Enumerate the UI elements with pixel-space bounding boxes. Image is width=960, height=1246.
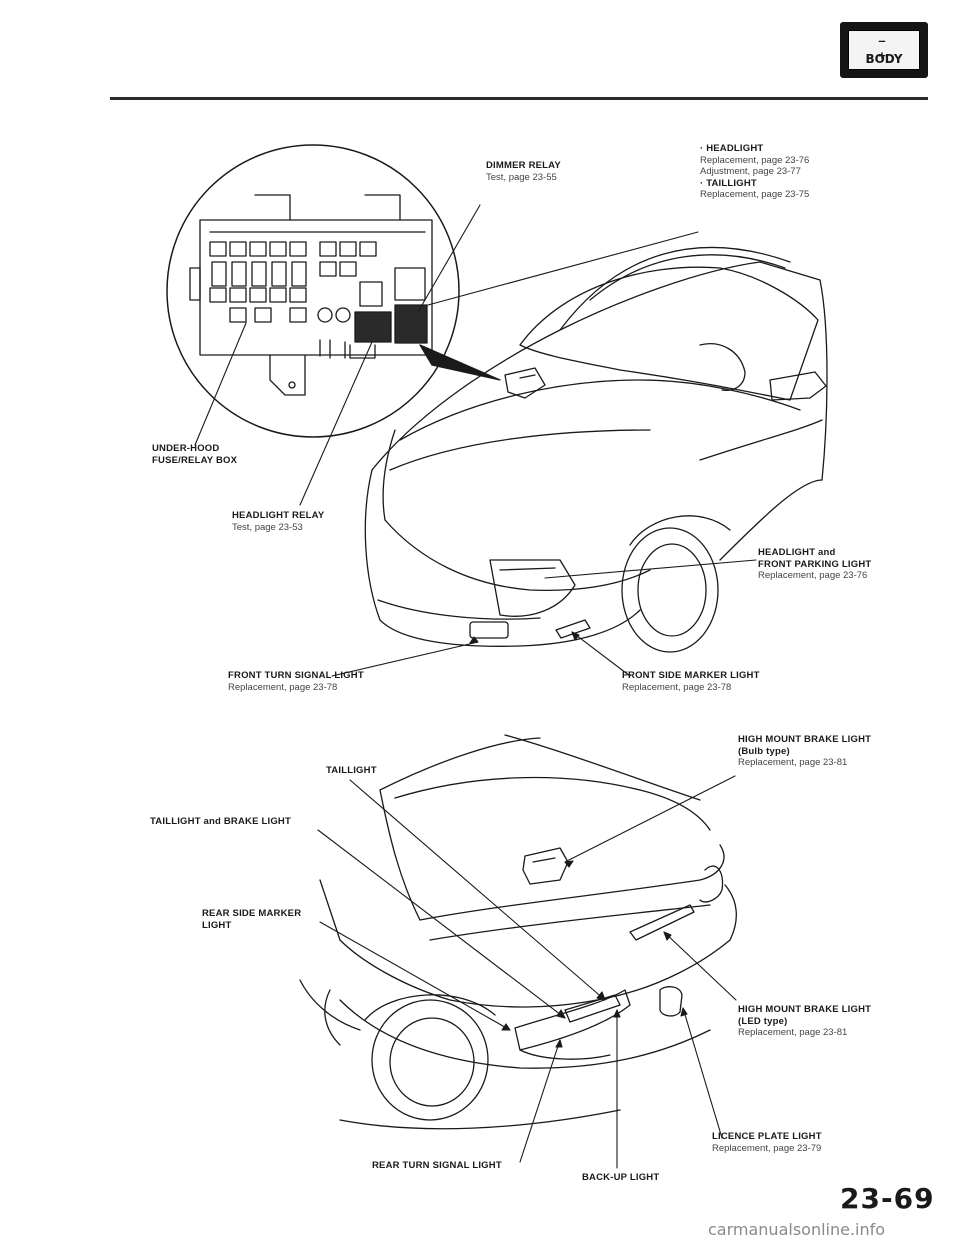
- taillight-title: · TAILLIGHT: [700, 177, 757, 189]
- rear-car-illustration: [299, 734, 737, 1130]
- front-side-marker-ref: Replacement, page 23-78: [622, 681, 732, 693]
- dimmer-relay-test-ref: Test, page 23-55: [486, 171, 557, 183]
- header-rule: [110, 97, 928, 100]
- battery-polarity: – +: [878, 33, 900, 63]
- headlight-parking-ref: Replacement, page 23-76: [758, 570, 868, 581]
- taillight-brake-title: TAILLIGHT and BRAKE LIGHT: [150, 816, 291, 827]
- battery-icon: – + BODY: [848, 30, 920, 70]
- rear-turn-label: REAR TURN SIGNAL LIGHT: [372, 1160, 502, 1172]
- rear-side-marker-line2: LIGHT: [202, 919, 232, 931]
- rear-leader-lines: [317, 775, 737, 1169]
- backup-light-title: BACK-UP LIGHT: [582, 1172, 660, 1183]
- licence-plate-label: LICENCE PLATE LIGHT Replacement, page 23…: [712, 1131, 822, 1154]
- high-mount-bulb-ref: Replacement, page 23-81: [738, 757, 848, 768]
- rear-turn-title: REAR TURN SIGNAL LIGHT: [372, 1160, 502, 1171]
- front-car-illustration: [364, 246, 828, 653]
- high-mount-led-line2: (LED type): [738, 1015, 788, 1027]
- watermark: carmanualsonline.info: [708, 1220, 886, 1239]
- front-turn-label: FRONT TURN SIGNAL LIGHT Replacement, pag…: [228, 670, 364, 693]
- body-section-badge: – + BODY: [840, 22, 928, 78]
- high-mount-bulb-label: HIGH MOUNT BRAKE LIGHT (Bulb type) Repla…: [738, 734, 871, 769]
- taillight-rear-title: TAILLIGHT: [326, 765, 377, 776]
- dimmer-relay-title: DIMMER RELAY: [486, 160, 561, 171]
- front-side-marker-label: FRONT SIDE MARKER LIGHT Replacement, pag…: [622, 670, 760, 693]
- front-turn-title: FRONT TURN SIGNAL LIGHT: [228, 670, 364, 681]
- licence-plate-ref: Replacement, page 23-79: [712, 1142, 822, 1154]
- fuse-row-middle: [211, 261, 357, 287]
- headlight-parking-line2: FRONT PARKING LIGHT: [758, 558, 872, 570]
- front-turn-ref: Replacement, page 23-78: [228, 681, 338, 693]
- dimmer-relay-label: DIMMER RELAY Test, page 23-55: [486, 160, 561, 183]
- headlight-adjustment-ref: Adjustment, page 23-77: [700, 166, 801, 177]
- headlight-relay-title: HEADLIGHT RELAY: [232, 510, 325, 521]
- backup-light-label: BACK-UP LIGHT: [582, 1172, 659, 1184]
- dimmer-relay-shape: [394, 304, 428, 344]
- headlight-parking-line1: HEADLIGHT and: [758, 547, 836, 558]
- page-number: 23-69: [840, 1182, 935, 1215]
- rear-side-marker-line1: REAR SIDE MARKER: [202, 908, 302, 919]
- taillight-label: TAILLIGHT: [326, 765, 377, 777]
- fuse-box-line1: UNDER-HOOD: [152, 443, 220, 454]
- section-label: BODY: [865, 52, 903, 66]
- headlight-relay-label: HEADLIGHT RELAY Test, page 23-53: [232, 510, 324, 533]
- taillight-replacement-ref: Replacement, page 23-75: [700, 189, 810, 200]
- high-mount-led-line1: HIGH MOUNT BRAKE LIGHT: [738, 1004, 872, 1015]
- high-mount-led-ref: Replacement, page 23-81: [738, 1027, 848, 1038]
- headlight-relay-test-ref: Test, page 23-53: [232, 521, 303, 533]
- licence-plate-title: LICENCE PLATE LIGHT: [712, 1131, 822, 1142]
- taillight-brake-label: TAILLIGHT and BRAKE LIGHT: [150, 816, 291, 828]
- headlight-title: · HEADLIGHT: [700, 143, 764, 154]
- fuse-row-bottom: [209, 287, 351, 323]
- front-side-marker-title: FRONT SIDE MARKER LIGHT: [622, 670, 760, 681]
- high-mount-bulb-line2: (Bulb type): [738, 745, 790, 757]
- high-mount-bulb-line1: HIGH MOUNT BRAKE LIGHT: [738, 734, 872, 745]
- headlight-replacement-ref: Replacement, page 23-76: [700, 154, 810, 166]
- headlight-relay-shape: [354, 311, 392, 343]
- front-leader-lines: [194, 204, 757, 677]
- headlight-taillight-label: · HEADLIGHT Replacement, page 23-76 Adju…: [700, 143, 809, 201]
- headlight-parking-label: HEADLIGHT and FRONT PARKING LIGHT Replac…: [758, 547, 871, 582]
- fuse-relay-box-detail: [166, 144, 460, 438]
- high-mount-led-label: HIGH MOUNT BRAKE LIGHT (LED type) Replac…: [738, 1004, 871, 1039]
- fuse-box-label: UNDER-HOOD FUSE/RELAY BOX: [152, 443, 237, 466]
- fuse-box-line2: FUSE/RELAY BOX: [152, 454, 238, 466]
- fuse-row-top: [209, 241, 377, 257]
- rear-side-marker-label: REAR SIDE MARKER LIGHT: [202, 908, 301, 931]
